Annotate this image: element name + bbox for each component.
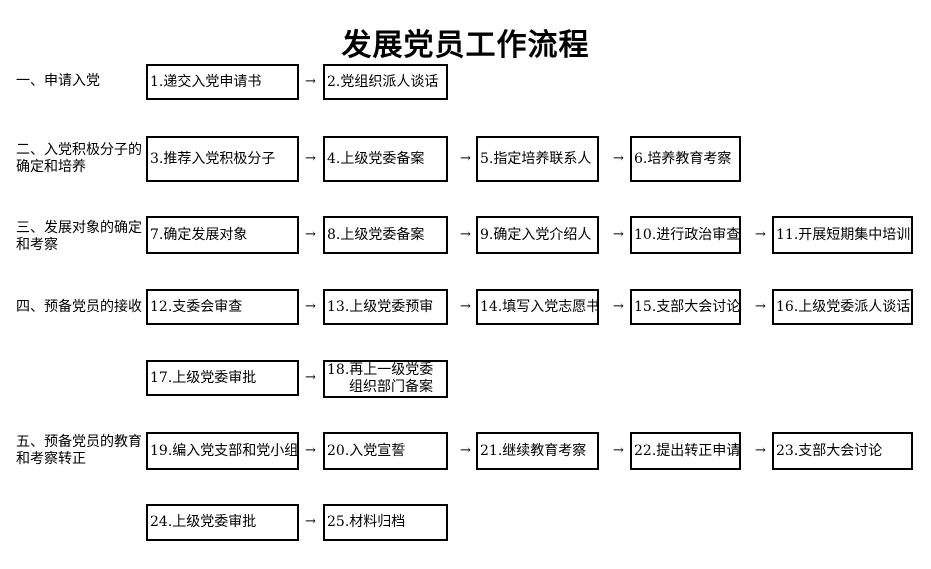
stage-2-label: 二、入党积极分子的确定和培养 xyxy=(16,142,144,176)
stage-text: 入党积极分子的确定和培养 xyxy=(16,142,142,175)
step-box-24: 24.上级党委审批 xyxy=(146,504,299,541)
arrow-3-4: → xyxy=(305,151,316,166)
step-box-8: 8.上级党委备案 xyxy=(323,216,448,254)
stage-number: 五、 xyxy=(16,434,44,450)
step-box-10: 10.进行政治审查 xyxy=(630,216,741,254)
stage-1-label: 一、申请入党 xyxy=(16,73,141,90)
stage-number: 三、 xyxy=(16,220,44,236)
step-box-13: 13.上级党委预审 xyxy=(323,289,448,325)
arrow-22-23: → xyxy=(755,443,766,458)
step-box-4: 4.上级党委备案 xyxy=(323,136,448,182)
arrow-14-15: → xyxy=(613,299,624,314)
arrow-24-25: → xyxy=(305,514,316,529)
step-box-18: 18.再上一级党委 组织部门备案 xyxy=(323,360,448,398)
stage-number: 四、 xyxy=(16,299,44,315)
arrow-5-6: → xyxy=(613,151,624,166)
stage-number: 二、 xyxy=(16,142,44,158)
stage-text: 申请入党 xyxy=(44,73,100,89)
step-box-23: 23.支部大会讨论 xyxy=(772,432,913,470)
arrow-13-14: → xyxy=(460,299,471,314)
step-box-1: 1.递交入党申请书 xyxy=(146,64,299,100)
step-box-14: 14.填写入党志愿书 xyxy=(476,289,599,325)
stage-4-label: 四、预备党员的接收 xyxy=(16,299,146,316)
step-box-15: 15.支部大会讨论 xyxy=(630,289,741,325)
stage-5-label: 五、预备党员的教育和考察转正 xyxy=(16,434,144,468)
step-box-11: 11.开展短期集中培训 xyxy=(772,216,913,254)
arrow-19-20: → xyxy=(305,443,316,458)
arrow-12-13: → xyxy=(305,299,316,314)
step-box-6: 6.培养教育考察 xyxy=(630,136,741,182)
step-box-12: 12.支委会审查 xyxy=(146,289,299,325)
step-box-16: 16.上级党委派人谈话 xyxy=(772,289,913,325)
page-title: 发展党员工作流程 xyxy=(341,28,590,63)
stage-number: 一、 xyxy=(16,73,44,89)
step-box-19: 19.编入党支部和党小组 xyxy=(146,432,299,470)
step-box-5: 5.指定培养联系人 xyxy=(476,136,599,182)
stage-text: 发展对象的确定和考察 xyxy=(16,220,142,253)
step-box-9: 9.确定入党介绍人 xyxy=(476,216,599,254)
stage-3-label: 三、发展对象的确定和考察 xyxy=(16,220,144,254)
stage-text: 预备党员的教育和考察转正 xyxy=(16,434,142,467)
arrow-10-11: → xyxy=(755,227,766,242)
arrow-17-18: → xyxy=(305,370,316,385)
arrow-21-22: → xyxy=(613,443,624,458)
arrow-7-8: → xyxy=(305,227,316,242)
step-18-line-2: 组织部门备案 xyxy=(349,379,433,395)
step-box-22: 22.提出转正申请 xyxy=(630,432,741,470)
step-box-17: 17.上级党委审批 xyxy=(146,360,299,396)
arrow-20-21: → xyxy=(460,443,471,458)
stage-text: 预备党员的接收 xyxy=(44,299,142,315)
step-box-21: 21.继续教育考察 xyxy=(476,432,599,470)
arrow-4-5: → xyxy=(460,151,471,166)
step-box-3: 3.推荐入党积极分子 xyxy=(146,136,299,182)
step-box-20: 20.入党宣誓 xyxy=(323,432,448,470)
arrow-9-10: → xyxy=(613,227,624,242)
arrow-1-2: → xyxy=(305,74,316,89)
arrow-8-9: → xyxy=(460,227,471,242)
step-box-25: 25.材料归档 xyxy=(323,504,448,541)
step-box-7: 7.确定发展对象 xyxy=(146,216,299,254)
arrow-15-16: → xyxy=(755,299,766,314)
step-18-line-1: 18.再上一级党委 xyxy=(327,362,434,378)
step-box-2: 2.党组织派人谈话 xyxy=(323,64,448,100)
